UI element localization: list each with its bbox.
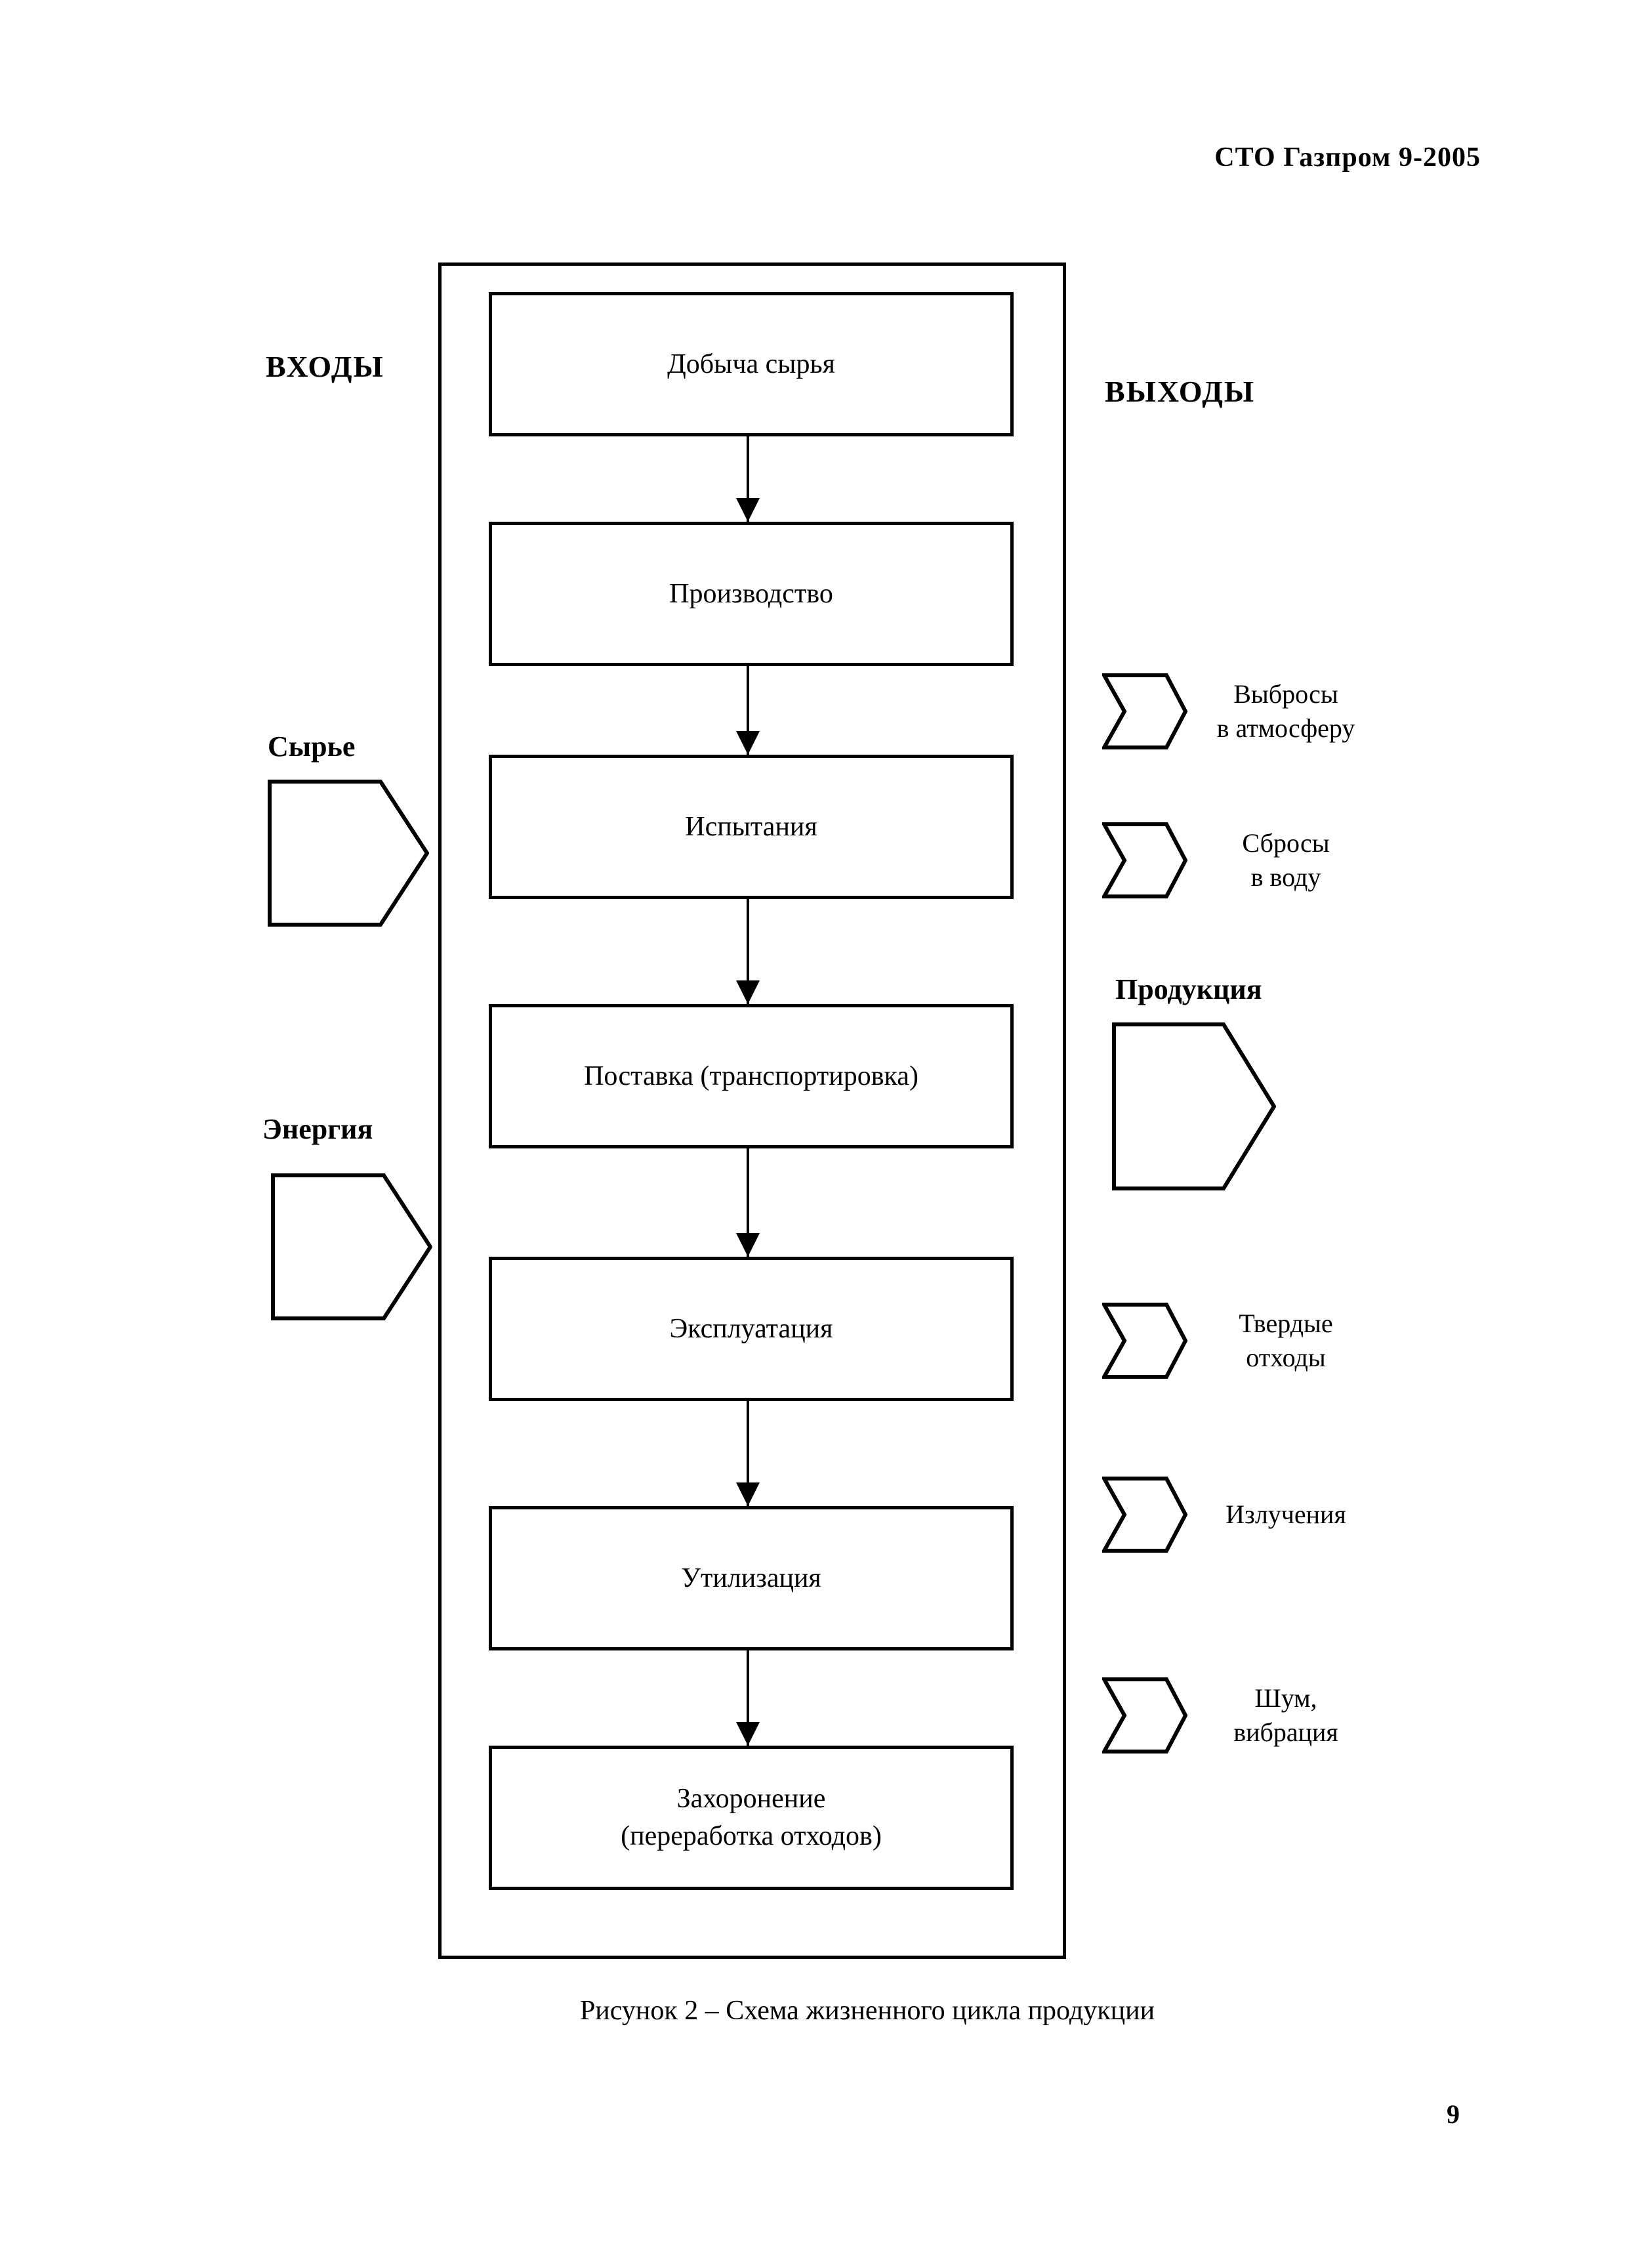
arrow-shaft <box>747 1148 749 1257</box>
stage-box-delivery: Поставка (транспортировка) <box>489 1004 1014 1148</box>
stage-label: Производство <box>669 578 833 609</box>
input-arrow-icon <box>271 1173 432 1320</box>
outputs-heading: ВЫХОДЫ <box>1105 375 1256 408</box>
flow-arrow <box>735 1148 761 1257</box>
inputs-heading: ВХОДЫ <box>266 350 384 383</box>
stage-label: Испытания <box>685 811 817 842</box>
stage-box-utilization: Утилизация <box>489 1506 1014 1650</box>
arrowhead-down-icon <box>736 498 760 522</box>
stage-label: Захоронение (переработка отходов) <box>621 1784 882 1851</box>
arrow-shaft <box>747 1650 749 1746</box>
arrowhead-down-icon <box>736 731 760 755</box>
input-label-energy: Энергия <box>262 1113 373 1145</box>
arrow-shaft <box>747 899 749 1004</box>
page-number: 9 <box>1447 2099 1460 2129</box>
stage-box-testing: Испытания <box>489 755 1014 899</box>
output-chevron-icon <box>1102 822 1187 898</box>
output-label-solid-waste: Твердые отходы <box>1239 1309 1333 1372</box>
input-arrow-icon <box>268 780 429 927</box>
stage-label: Поставка (транспортировка) <box>584 1060 918 1091</box>
flow-arrow <box>735 1401 761 1506</box>
arrowhead-down-icon <box>736 1722 760 1746</box>
output-chevron-icon <box>1102 673 1187 749</box>
stage-box-raw-material-extraction: Добыча сырья <box>489 292 1014 436</box>
flow-arrow <box>735 899 761 1004</box>
figure-caption: Рисунок 2 – Схема жизненного цикла проду… <box>579 1996 1155 2026</box>
flow-arrow <box>735 666 761 755</box>
output-label-radiation: Излучения <box>1226 1500 1346 1529</box>
output-pentagon-icon <box>1112 1022 1276 1190</box>
stage-label: Добыча сырья <box>667 348 835 379</box>
output-label-water-discharges: Сбросы в воду <box>1242 828 1330 892</box>
arrow-shaft <box>747 1401 749 1506</box>
arrowhead-down-icon <box>736 1482 760 1506</box>
arrowhead-down-icon <box>736 1233 760 1257</box>
stage-box-operation: Эксплуатация <box>489 1257 1014 1401</box>
output-label-products: Продукция <box>1115 973 1262 1005</box>
input-label-raw-material: Сырье <box>268 730 356 763</box>
stage-label: Утилизация <box>681 1563 821 1593</box>
arrow-shaft <box>747 436 749 522</box>
output-chevron-icon <box>1102 1477 1187 1553</box>
output-chevron-icon <box>1102 1303 1187 1379</box>
stage-box-production: Производство <box>489 522 1014 666</box>
arrow-shaft <box>747 666 749 755</box>
output-chevron-icon <box>1102 1677 1187 1754</box>
flow-arrow <box>735 436 761 522</box>
output-label-noise-vibration: Шум, вибрация <box>1233 1683 1338 1747</box>
document-header: СТО Газпром 9-2005 <box>1214 142 1481 173</box>
output-label-air-emissions: Выбросы в атмосферу <box>1216 679 1355 743</box>
stage-box-burial: Захоронение (переработка отходов) <box>489 1746 1014 1890</box>
flow-arrow <box>735 1650 761 1746</box>
arrowhead-down-icon <box>736 980 760 1004</box>
stage-label: Эксплуатация <box>669 1313 833 1344</box>
